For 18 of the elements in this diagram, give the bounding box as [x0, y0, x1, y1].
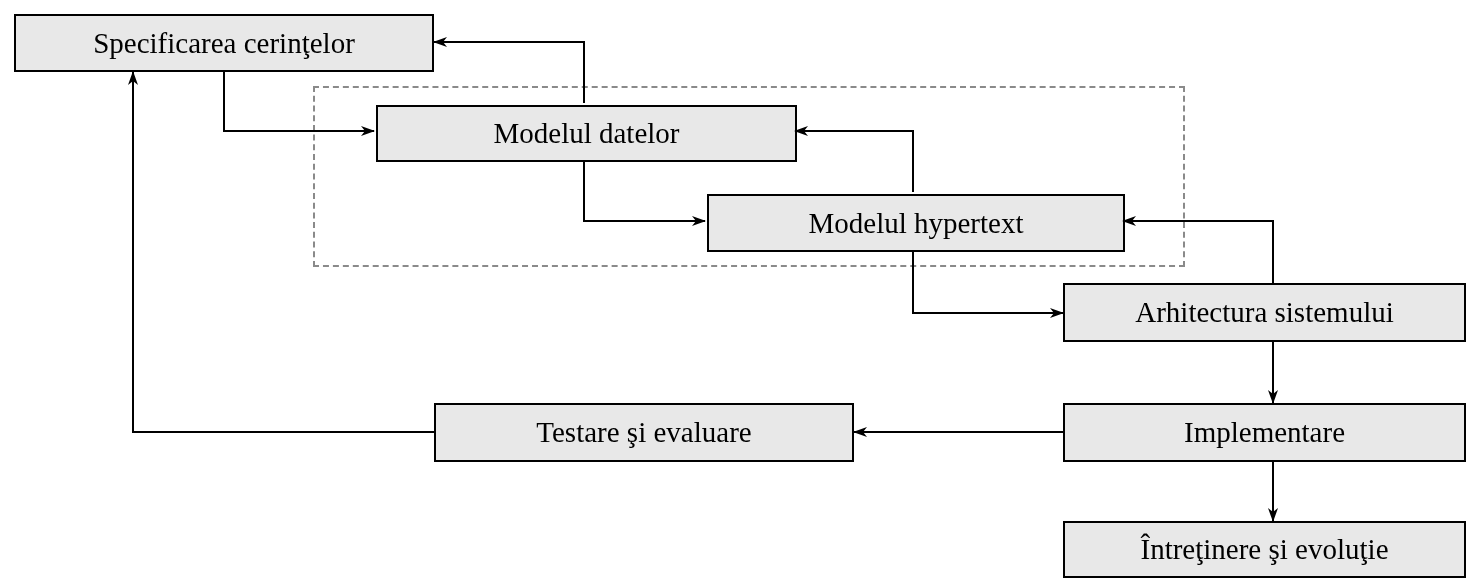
process-box: Modelul hypertext [707, 194, 1125, 252]
arrow [128, 71, 435, 433]
process-box: Implementare [1063, 403, 1466, 462]
arrow [1122, 216, 1274, 284]
arrow [853, 427, 1064, 437]
process-box: Testare şi evaluare [434, 403, 854, 462]
arrow [223, 71, 375, 136]
dashed-group-frame [313, 86, 1185, 267]
process-box: Arhitectura sistemului [1063, 283, 1466, 342]
arrow [1268, 341, 1278, 404]
arrow [433, 37, 585, 104]
arrow [912, 249, 1064, 318]
process-box: Întreţinere şi evoluţie [1063, 521, 1466, 578]
process-box: Specificarea cerinţelor [14, 14, 434, 72]
arrow [1268, 461, 1278, 522]
process-box: Modelul datelor [376, 105, 797, 162]
arrow [794, 126, 914, 193]
arrow [583, 159, 706, 226]
